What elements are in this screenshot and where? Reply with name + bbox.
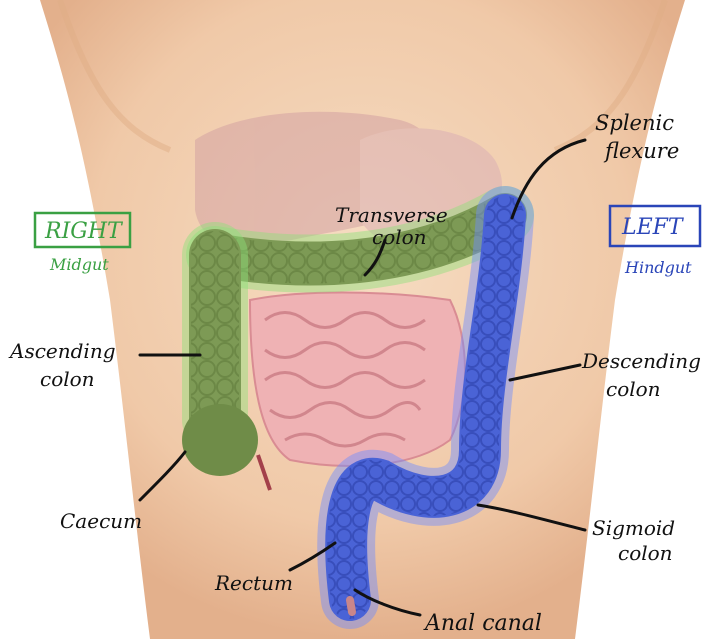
midgut-subtitle: Midgut [49, 255, 109, 274]
label-ascending-line2: colon [40, 367, 95, 391]
left-title: LEFT [621, 215, 685, 240]
small-intestine [250, 293, 465, 466]
hindgut-subtitle: Hindgut [624, 258, 692, 277]
label-ascending-line1: Ascending [8, 339, 116, 363]
right-title: RIGHT [44, 219, 124, 244]
label-sigmoid-line2: colon [618, 541, 673, 565]
label-splenic-line2: flexure [603, 139, 679, 163]
label-splenic-line1: Splenic [595, 111, 674, 135]
label-transverse-line2: colon [372, 225, 427, 249]
label-sigmoid-line1: Sigmoid [592, 516, 675, 540]
label-transverse-line1: Transverse [335, 203, 448, 227]
label-descending-line2: colon [606, 377, 661, 401]
label-anal-canal: Anal canal [423, 611, 542, 636]
label-rectum: Rectum [214, 571, 293, 595]
label-descending-line1: Descending [581, 349, 701, 373]
label-caecum: Caecum [60, 509, 142, 533]
